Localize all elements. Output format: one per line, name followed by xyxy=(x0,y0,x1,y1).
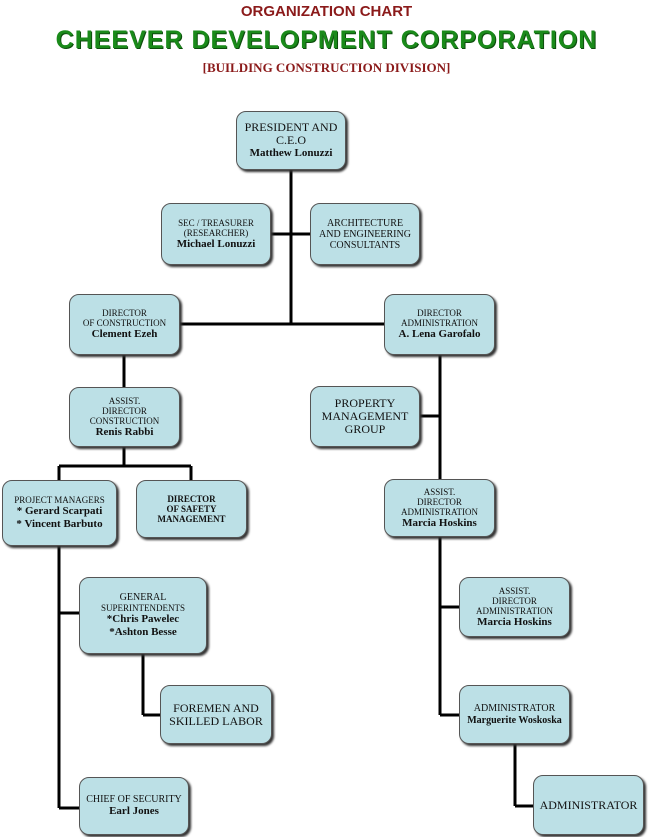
director-safety-box[interactable]: DIRECTOR OF SAFETY MANAGEMENT xyxy=(136,480,247,538)
box-person: Matthew Lonuzzi xyxy=(249,147,333,159)
box-label: DIRECTOR xyxy=(102,405,147,416)
chart-title: ORGANIZATION CHART xyxy=(240,3,413,20)
box-label: SKILLED LABOR xyxy=(169,713,263,728)
box-label: ADMINISTRATION xyxy=(401,318,478,328)
property-management-box[interactable]: PROPERTY MANAGEMENT GROUP xyxy=(310,386,420,447)
general-superintendents-box[interactable]: GENERAL SUPERINTENDENTS *Chris Pawelec *… xyxy=(79,577,207,654)
box-label: SUPERINTENDENTS xyxy=(100,603,185,613)
box-label: PROPERTY xyxy=(334,396,396,410)
architecture-box[interactable]: ARCHITECTURE AND ENGINEERING CONSULTANTS xyxy=(310,203,420,265)
box-label: ADMINISTRATION xyxy=(401,506,478,517)
box-label: MANAGEMENT xyxy=(321,409,409,423)
project-managers-box[interactable]: PROJECT MANAGERS * Gerard Scarpati * Vin… xyxy=(2,480,117,546)
box-person: Renis Rabbi xyxy=(95,425,154,438)
box-label: AND ENGINEERING xyxy=(319,228,411,240)
box-label: DIRECTOR xyxy=(492,595,537,606)
box-person: * Gerard Scarpati xyxy=(16,505,103,517)
box-person: Michael Lonuzzi xyxy=(176,237,256,250)
foremen-box[interactable]: FOREMEN AND SKILLED LABOR xyxy=(160,685,272,744)
box-label: MANAGEMENT xyxy=(157,514,226,524)
box-label: ADMINISTRATOR xyxy=(539,797,638,812)
box-label: ADMINISTRATOR xyxy=(473,702,556,714)
box-person: A. Lena Garofalo xyxy=(398,328,481,340)
box-person: * Vincent Barbuto xyxy=(16,518,103,530)
president-box[interactable]: PRESIDENT AND C.E.O Matthew Lonuzzi xyxy=(236,111,346,170)
box-label: ASSIST. xyxy=(423,486,456,497)
box-label: DIRECTOR xyxy=(417,308,462,318)
box-label: OF SAFETY xyxy=(166,504,217,514)
box-label: CONSULTANTS xyxy=(329,239,401,251)
administrator-woskoska-box[interactable]: ADMINISTRATOR Marguerite Woskoska xyxy=(459,685,570,744)
box-person: Marcia Hoskins xyxy=(477,615,552,628)
box-label: FOREMEN AND xyxy=(173,700,259,715)
box-label: DIRECTOR xyxy=(417,496,462,507)
box-label: C.E.O xyxy=(276,133,306,147)
box-person: Marguerite Woskoska xyxy=(467,714,562,726)
box-label: OF CONSTRUCTION xyxy=(82,318,167,328)
chief-security-box[interactable]: CHIEF OF SECURITY Earl Jones xyxy=(79,777,189,835)
box-label: CONSTRUCTION xyxy=(89,415,160,426)
box-label: SEC / TREASURER xyxy=(178,217,254,228)
director-administration-box[interactable]: DIRECTOR ADMINISTRATION A. Lena Garofalo xyxy=(384,294,495,355)
sec-treasurer-box[interactable]: SEC / TREASURER (RESEARCHER) Michael Lon… xyxy=(161,203,271,265)
box-label: GENERAL xyxy=(119,592,167,603)
box-label: ARCHITECTURE xyxy=(326,217,404,229)
assist-director-construction-box[interactable]: ASSIST. DIRECTOR CONSTRUCTION Renis Rabb… xyxy=(69,387,180,447)
box-label: CHIEF OF SECURITY xyxy=(86,794,182,805)
box-label: PRESIDENT AND xyxy=(244,120,338,134)
director-construction-box[interactable]: DIRECTOR OF CONSTRUCTION Clement Ezeh xyxy=(69,294,180,355)
box-label: ADMINISTRATION xyxy=(476,605,553,616)
box-person: *Chris Pawelec xyxy=(106,613,180,625)
box-person: Clement Ezeh xyxy=(91,328,158,340)
box-person: Earl Jones xyxy=(109,805,159,817)
box-person: Marcia Hoskins xyxy=(402,516,477,529)
box-label: DIRECTOR xyxy=(167,494,216,504)
box-person: *Ashton Besse xyxy=(109,626,177,638)
box-label: GROUP xyxy=(344,422,386,436)
assist-director-administration-2-box[interactable]: ASSIST. DIRECTOR ADMINISTRATION Marcia H… xyxy=(459,577,570,637)
box-label: ASSIST. xyxy=(498,585,531,596)
company-name: CHEEVER DEVELOPMENT CORPORATION xyxy=(55,26,598,54)
box-label: DIRECTOR xyxy=(102,308,147,318)
box-label: (RESEARCHER) xyxy=(183,227,249,238)
division-name: [BUILDING CONSTRUCTION DIVISION] xyxy=(202,60,451,75)
assist-director-administration-box[interactable]: ASSIST. DIRECTOR ADMINISTRATION Marcia H… xyxy=(384,479,495,537)
box-label: PROJECT MANAGERS xyxy=(14,495,105,505)
box-label: ASSIST. xyxy=(108,395,141,406)
administrator-box[interactable]: ADMINISTRATOR xyxy=(533,775,644,835)
